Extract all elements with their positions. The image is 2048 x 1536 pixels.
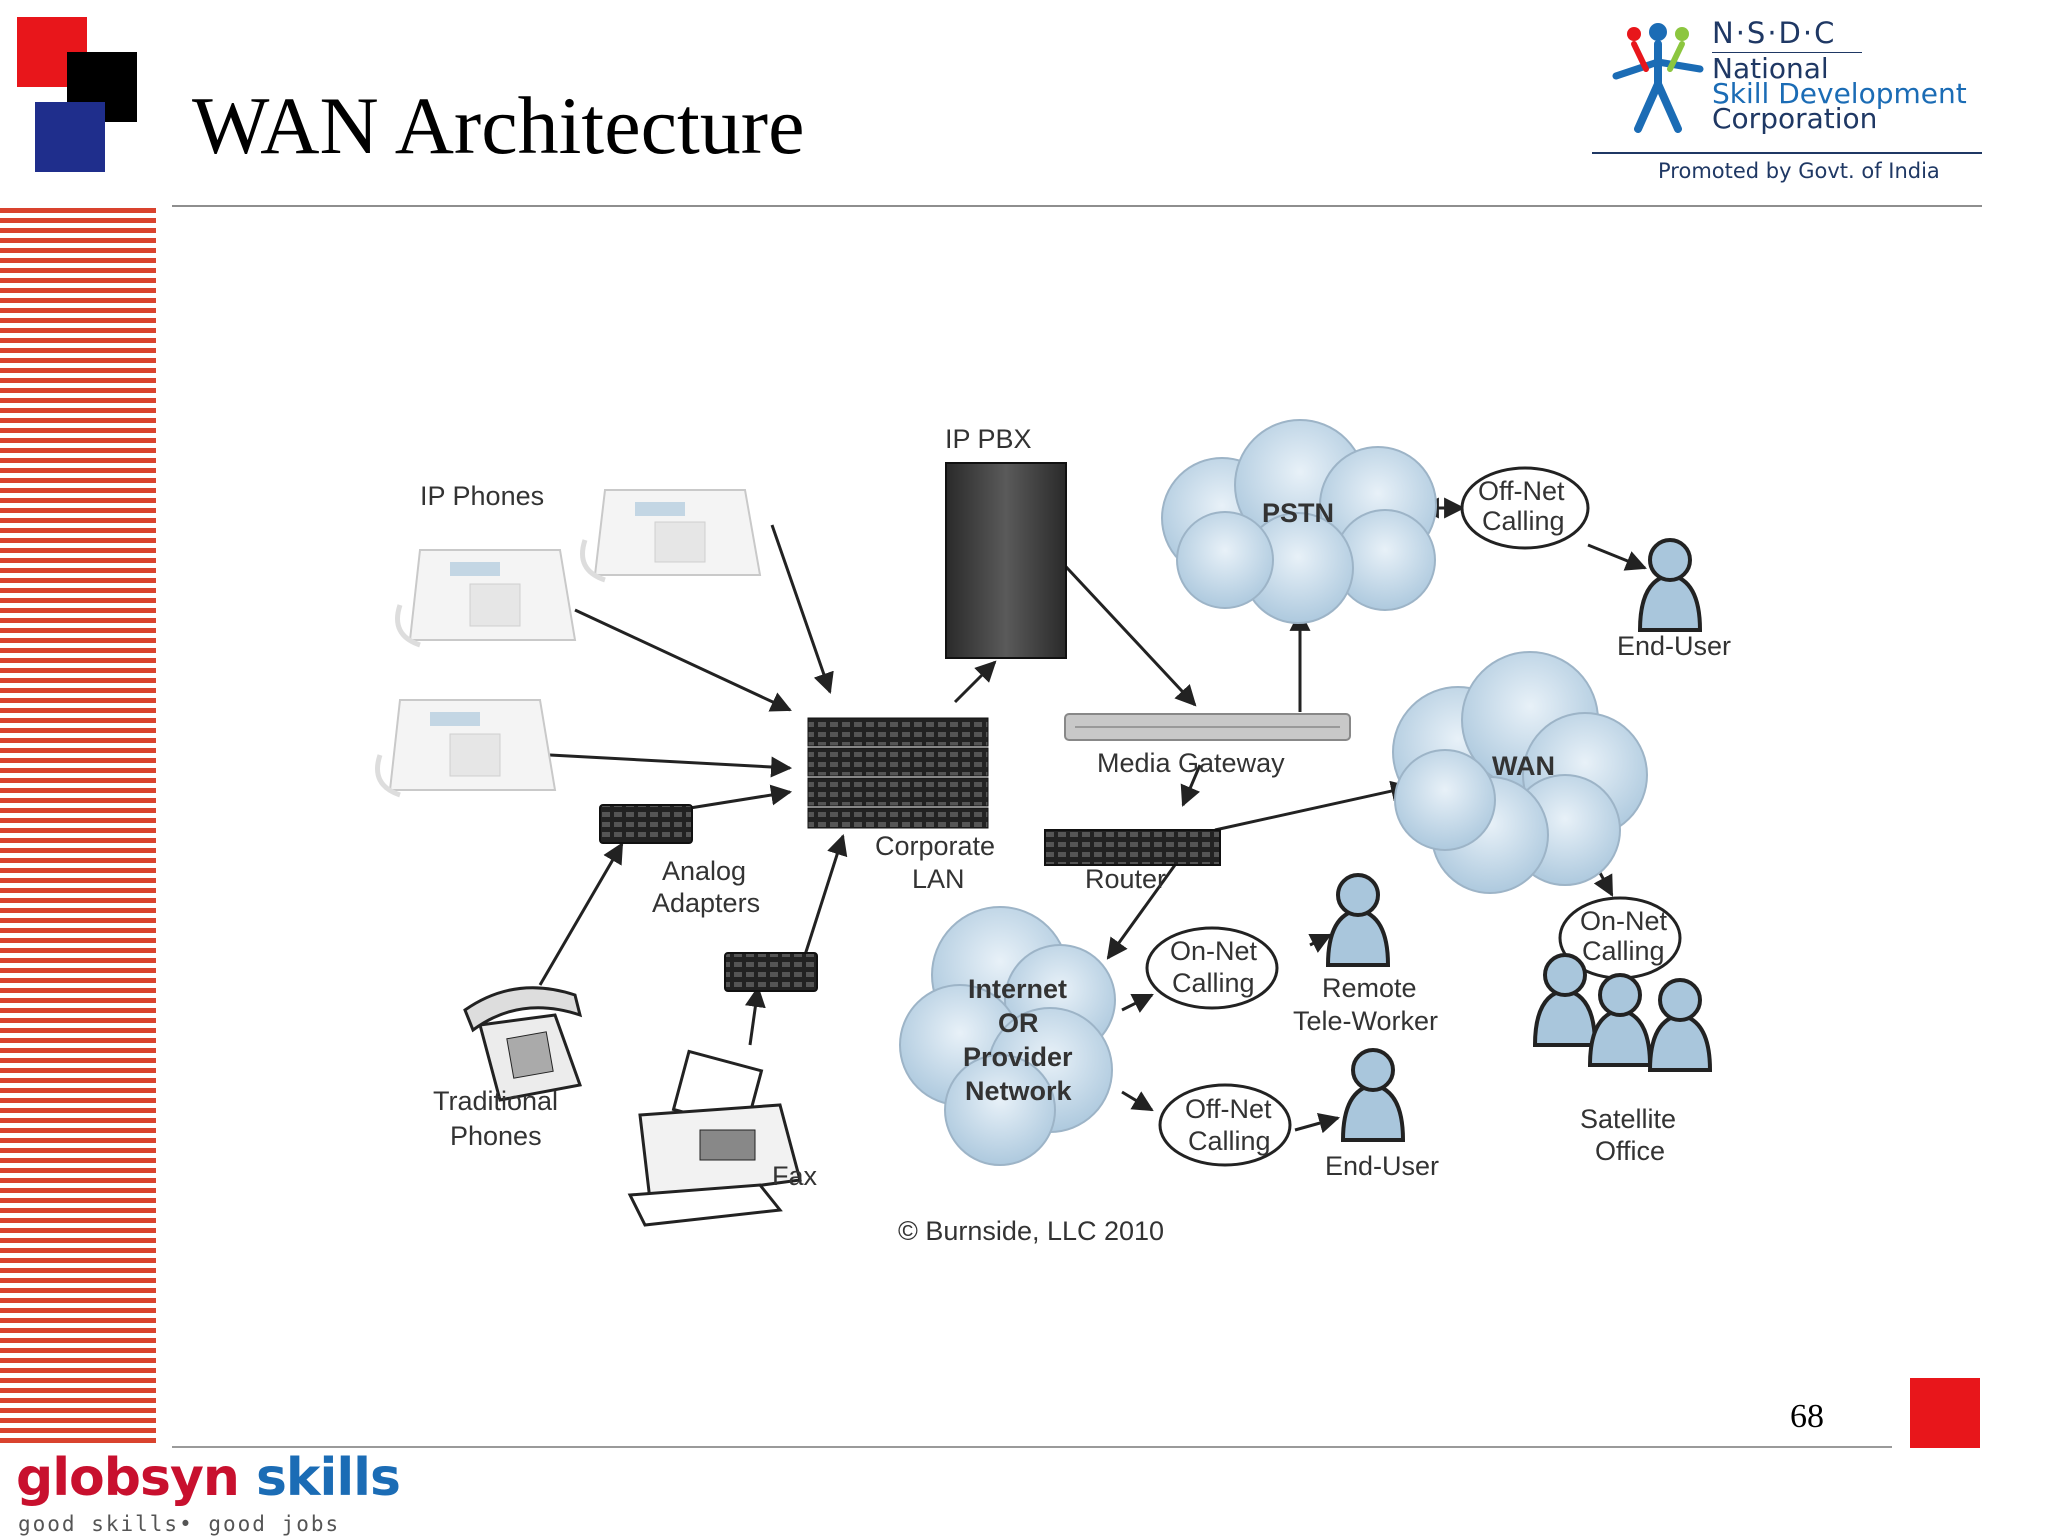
nsdc-line-national: National [1712, 52, 1829, 85]
label-onnet-mid-1: On-Net [1170, 936, 1258, 966]
nsdc-abbr: N·S·D·C [1712, 16, 1837, 50]
label-satellite-2: Office [1595, 1136, 1665, 1166]
label-copyright: © Burnside, LLC 2010 [898, 1216, 1164, 1246]
label-fax: Fax [772, 1161, 818, 1191]
traditional-phone-icon [463, 986, 583, 1102]
label-internet-4: Network [965, 1076, 1073, 1106]
label-corporate-lan-2: LAN [912, 864, 965, 894]
label-internet-1: Internet [968, 974, 1067, 1004]
nsdc-line-corporation: Corporation [1712, 102, 1878, 135]
brand-name-skills: skills [255, 1448, 401, 1508]
diagram-labels: IP Phones IP PBX PSTN Off-Net Calling En… [420, 424, 1731, 1246]
label-analog-1: Analog [662, 856, 746, 886]
corner-red-square [1910, 1378, 1980, 1448]
label-internet-2: OR [998, 1008, 1039, 1038]
router-icon [1044, 829, 1221, 866]
slide-title: WAN Architecture [192, 80, 805, 171]
media-gateway-icon [1064, 713, 1351, 741]
label-onnet-right-1: On-Net [1580, 906, 1668, 936]
label-wan: WAN [1492, 751, 1555, 781]
on-net-calling-mid-ellipse [1145, 926, 1279, 1010]
analog-adapter-icon [599, 804, 693, 844]
nsdc-emblem-icon [1612, 23, 1704, 133]
logo-square-blue [35, 102, 105, 172]
label-analog-2: Adapters [652, 888, 760, 918]
off-net-calling-top-ellipse [1460, 466, 1590, 550]
fax-machine-icon [627, 1049, 802, 1227]
label-remote-2: Tele-Worker [1293, 1006, 1438, 1036]
label-media-gateway: Media Gateway [1097, 748, 1285, 778]
ip-pbx-server-icon [945, 462, 1067, 659]
brand-tagline: good skills• good jobs [18, 1512, 341, 1536]
label-corporate-lan-1: Corporate [875, 831, 995, 861]
nsdc-line-skill: Skill Development [1712, 77, 1967, 110]
ip-phone-icon [580, 489, 762, 583]
label-offnet-top-2: Calling [1482, 506, 1565, 536]
header-divider [172, 205, 1982, 207]
nsdc-logo: N·S·D·C National Skill Development Corpo… [1592, 14, 1992, 189]
ip-phone-icon [375, 699, 557, 798]
label-offnet-bottom-2: Calling [1188, 1126, 1271, 1156]
corporate-lan-switch-icon [807, 717, 989, 829]
label-offnet-top-1: Off-Net [1478, 476, 1565, 506]
label-satellite-1: Satellite [1580, 1104, 1676, 1134]
label-end-user-top: End-User [1617, 631, 1731, 661]
analog-adapter-icon [724, 952, 818, 992]
label-end-user-bottom: End-User [1325, 1151, 1439, 1181]
label-onnet-right-2: Calling [1582, 936, 1665, 966]
label-router: Router [1085, 864, 1166, 894]
brand-name-globsyn: globsyn [16, 1448, 240, 1508]
remote-tele-worker-icon [1325, 873, 1391, 967]
page-number: 68 [1790, 1398, 1824, 1435]
off-net-calling-bottom-ellipse [1158, 1083, 1292, 1167]
label-offnet-bottom-1: Off-Net [1185, 1094, 1272, 1124]
ip-phone-icon [395, 549, 577, 648]
label-internet-3: Provider [963, 1042, 1073, 1072]
globsyn-logo: globsyn skills [16, 1448, 401, 1508]
nsdc-promoted: Promoted by Govt. of India [1658, 159, 1940, 183]
end-user-bottom-icon [1340, 1048, 1406, 1142]
end-user-top-icon [1637, 538, 1703, 632]
label-ip-pbx: IP PBX [945, 424, 1032, 454]
footer-divider [172, 1446, 1892, 1448]
connection-arrows [538, 497, 1647, 1134]
label-remote-1: Remote [1322, 973, 1417, 1003]
pstn-cloud-icon [1161, 419, 1437, 624]
nsdc-abbr-underline [1712, 52, 1862, 53]
label-traditional-2: Phones [450, 1121, 542, 1151]
nsdc-divider [1592, 152, 1982, 154]
label-ip-phones: IP Phones [420, 481, 544, 511]
satellite-office-users-icon [1532, 953, 1713, 1072]
internet-provider-network-cloud-icon [899, 906, 1116, 1166]
label-onnet-mid-2: Calling [1172, 968, 1255, 998]
label-traditional-1: Traditional [433, 1086, 558, 1116]
label-pstn: PSTN [1262, 498, 1334, 528]
left-stripe-bar [0, 208, 156, 1448]
wan-diagram: IP Phones IP PBX PSTN Off-Net Calling En… [375, 419, 1731, 1246]
wan-cloud-icon [1392, 651, 1648, 894]
